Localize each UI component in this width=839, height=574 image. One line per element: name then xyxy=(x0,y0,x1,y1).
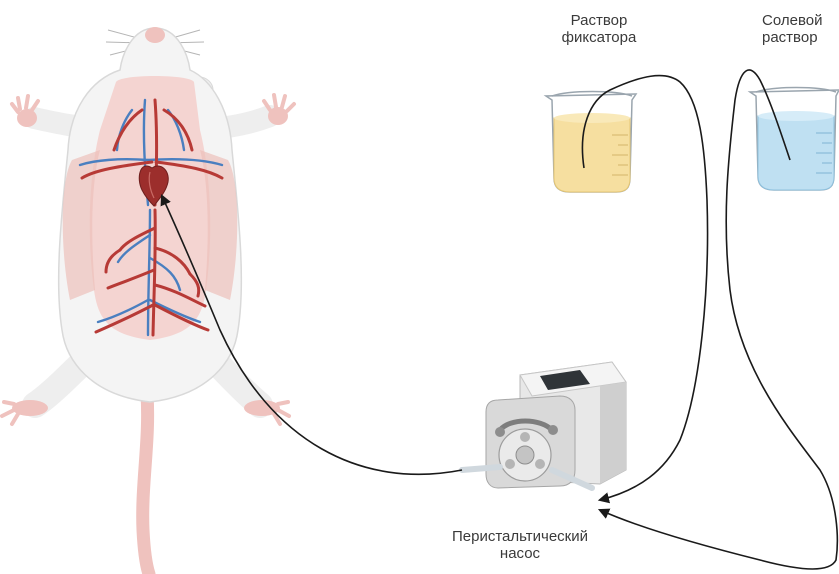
pump-label: Перистальтический насос xyxy=(420,528,620,562)
fixative-label: Раствор фиксатора xyxy=(560,12,638,46)
peristaltic-pump-icon xyxy=(462,362,626,488)
saline-label: Солевой раствор xyxy=(762,12,839,46)
fixative-beaker xyxy=(546,92,636,193)
tubing xyxy=(162,70,837,569)
saline-beaker xyxy=(750,88,839,191)
rat-icon xyxy=(2,27,294,574)
